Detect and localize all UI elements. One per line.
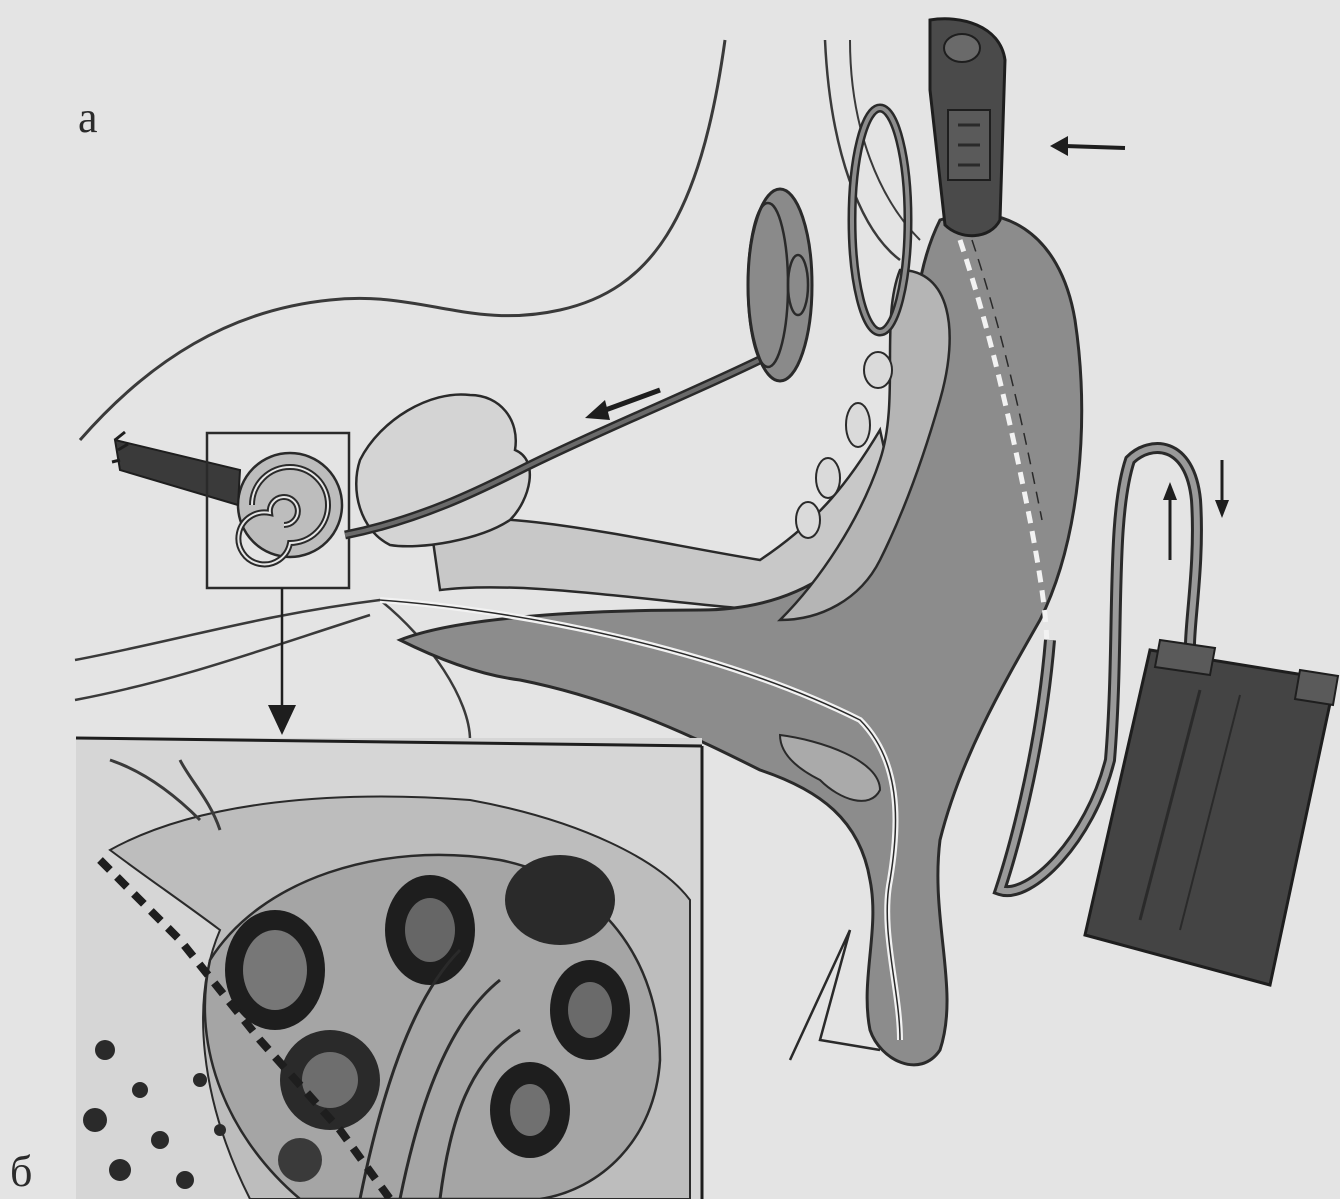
- signal-direction-arrowhead: [585, 400, 610, 420]
- face-outline: [80, 40, 725, 440]
- processor-pointer-arrow: [1065, 146, 1125, 148]
- signal-up-arrowhead: [1163, 482, 1177, 500]
- signal-down-arrowhead: [1215, 500, 1229, 518]
- cochlea-cross-section-inset: [76, 738, 702, 1199]
- cochlea: [238, 453, 342, 564]
- jaw-line: [75, 600, 470, 740]
- implant-receiver: [748, 189, 812, 381]
- concha-pocket-2: [816, 458, 840, 498]
- concha-pocket-3: [796, 502, 820, 538]
- inset-pointer-arrowhead: [268, 705, 296, 735]
- speech-processor-bte: [930, 19, 1005, 236]
- panel-label-a: а: [78, 96, 98, 140]
- auditory-nerve: [115, 440, 240, 505]
- concha-pocket-1: [846, 403, 870, 447]
- panel-label-b: б: [10, 1150, 32, 1194]
- transmitter-coil-inner: [852, 108, 908, 332]
- processor-pointer-arrowhead: [1050, 136, 1068, 156]
- concha-pocket-4: [864, 352, 892, 388]
- body-worn-processor: [1085, 640, 1338, 985]
